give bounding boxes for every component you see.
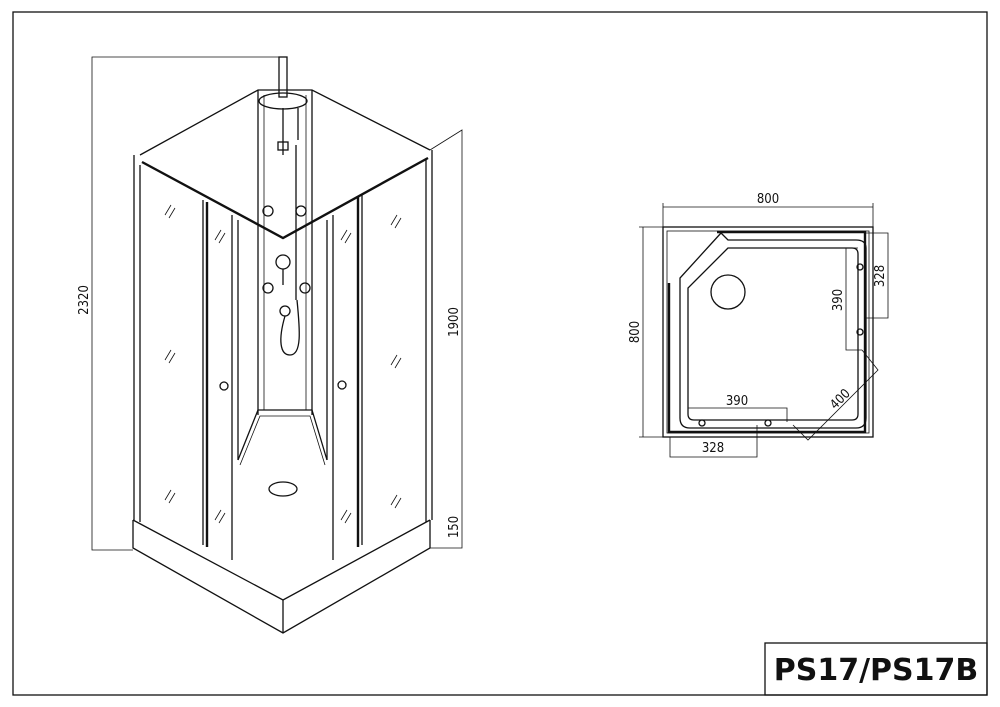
tray-outer-contour <box>679 232 867 429</box>
drain-icon <box>268 481 298 497</box>
dimension-bottom-328: 328 <box>669 425 758 458</box>
dimension-cabin-height: 1900 <box>429 129 463 505</box>
dim-label-150: 150 <box>447 516 462 538</box>
dim-label-1900: 1900 <box>447 307 462 337</box>
dim-label-depth: 800 <box>628 321 643 343</box>
plan-view: 800 800 328 390 390 328 400 <box>628 192 889 458</box>
title-block: PS17/PS17B <box>764 642 988 696</box>
dimension-right-390: 390 <box>831 247 862 351</box>
model-number: PS17/PS17B <box>774 653 979 688</box>
left-glass-panels <box>133 155 239 560</box>
door-handle-icon <box>219 381 229 391</box>
top-frame <box>139 89 431 415</box>
dimension-depth: 800 <box>628 226 663 438</box>
body-jet-icon <box>262 282 274 294</box>
shower-column <box>258 56 311 356</box>
dim-label-bottom-328: 328 <box>702 441 724 456</box>
body-jet-icon <box>295 205 307 217</box>
body-jet-icon <box>299 282 311 294</box>
plan-outline <box>662 226 874 438</box>
dimension-width: 800 <box>662 192 874 227</box>
isometric-view: 2320 1900 150 <box>77 56 463 634</box>
door-handle-icon <box>337 380 347 390</box>
right-glass-panels <box>326 150 433 560</box>
dim-label-diagonal: 400 <box>827 386 853 412</box>
roller-icon <box>698 419 706 427</box>
dim-label-right-390: 390 <box>831 289 846 311</box>
roller-icon <box>856 263 864 271</box>
dim-label-width: 800 <box>757 192 779 207</box>
rain-shower-head-icon <box>258 92 308 110</box>
roller-icon <box>856 328 864 336</box>
dim-label-2320: 2320 <box>77 285 92 315</box>
dim-label-bottom-390: 390 <box>726 394 748 409</box>
dimension-right-328: 328 <box>865 232 889 319</box>
glass-reflection-marks <box>164 204 226 524</box>
drawing-border <box>12 11 988 696</box>
dim-label-right-328: 328 <box>873 265 888 287</box>
shower-tray <box>132 409 431 634</box>
dimension-bottom-390: 390 <box>688 394 788 422</box>
glass-reflection-marks <box>340 214 402 524</box>
roller-icon <box>764 419 772 427</box>
shower-hose <box>280 299 300 356</box>
mixer-valve-icon <box>275 254 291 270</box>
drain-icon <box>710 274 746 310</box>
dimension-tray-height: 150 <box>430 505 463 549</box>
hand-shower-holder-icon <box>279 305 291 317</box>
tray-inner-contour <box>687 247 859 421</box>
dimension-total-height: 2320 <box>77 56 283 551</box>
body-jet-icon <box>262 205 274 217</box>
